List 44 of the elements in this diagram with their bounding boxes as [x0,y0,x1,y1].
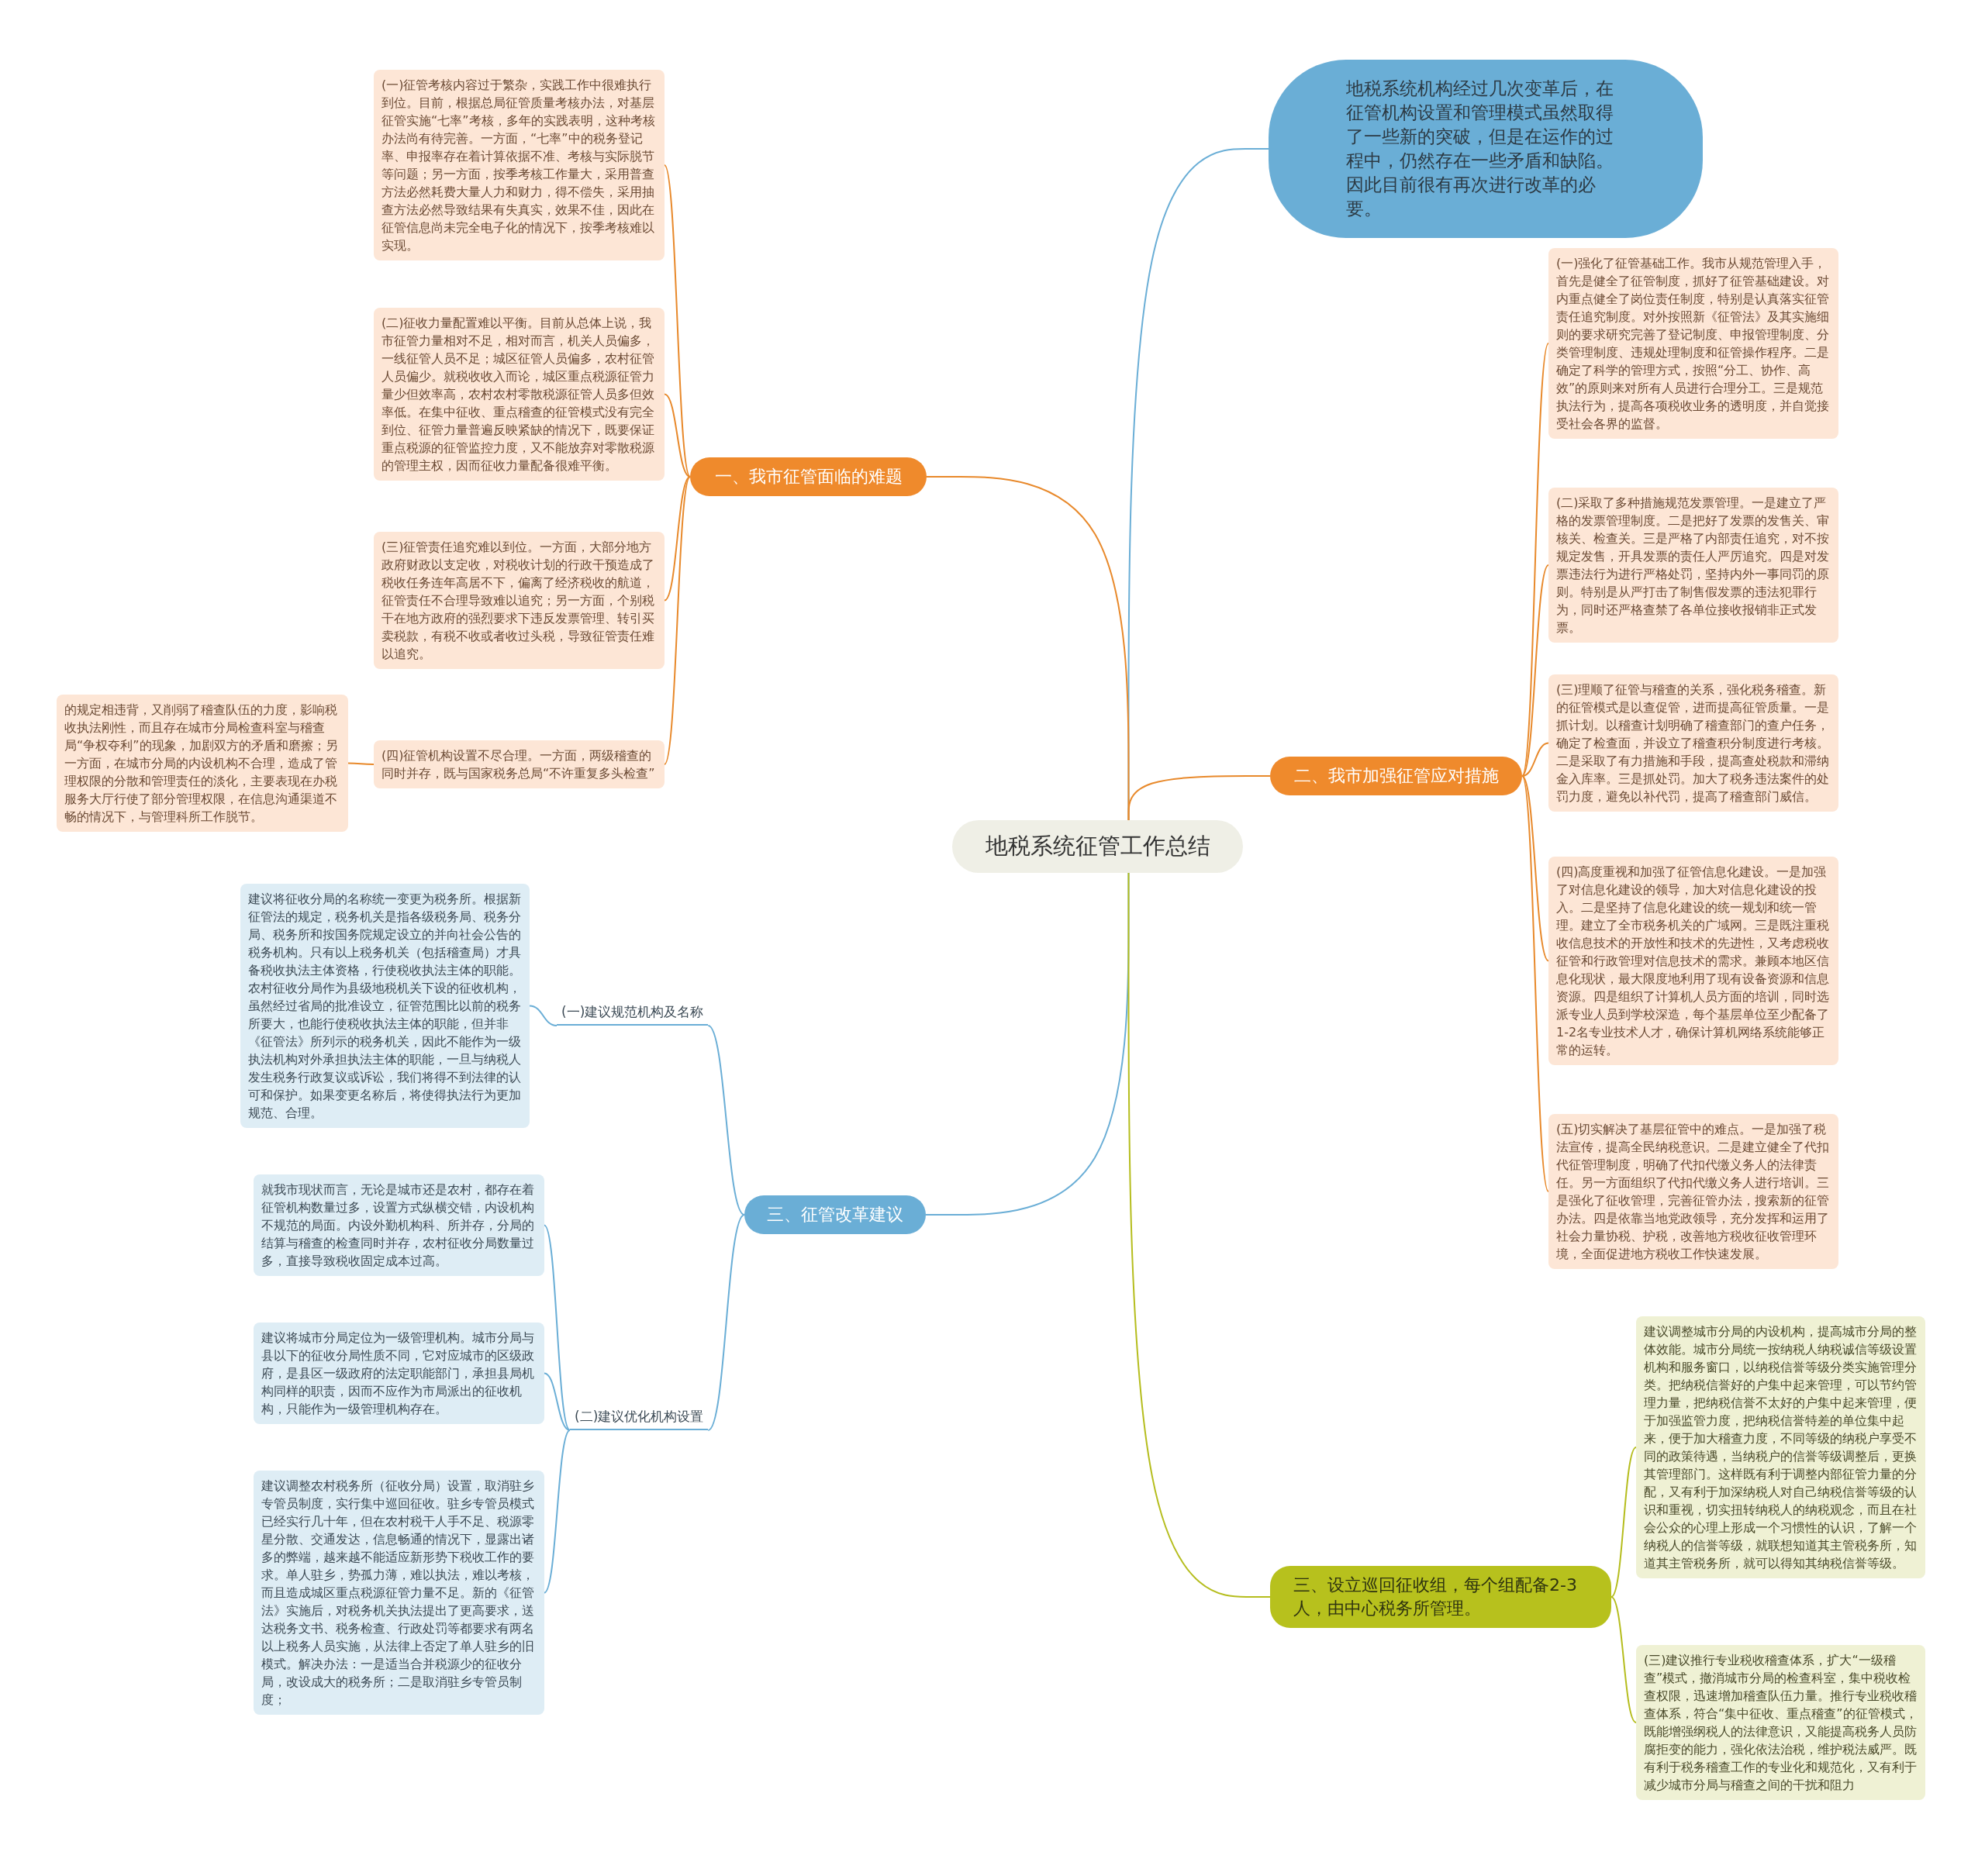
note-card: 的规定相违背，又削弱了稽查队伍的力度，影响税收执法刚性，而且存在城市分局检查科室与稽查局“争权夺利”的现象，加剧双方的矛盾和磨擦；另一方面，在城市分局的内设机构不合理，造成了管理权限的分散和管理责任的淡化，主要表现在办税服务大厅行使了部分管理权限，在信息沟通渠道不畅的情况下，与管理科所工作脱节。 [57,695,348,832]
note-card: (三)建议推行专业税收稽查体系，扩大“一级稽查”模式，撤消城市分局的检查科室，集中税收检查权限，迅速增加稽查队伍力量。推行专业税收稽查体系，符合“集中征收、重点稽查”的征管模式，既能增强纲税人的法律意识，又能提高税务人员防腐拒变的能力，强化依法治税，维护税法威严。既有利于税务稽查工作的专业化和规范化，又有利于减少城市分局与稽查之间的干扰和阻力 [1636,1645,1925,1800]
note-card: (一)征管考核内容过于繁杂，实践工作中很难执行到位。目前，根据总局征管质量考核办法，对基层征管实施“七率”考核，多年的实践表明，这种考核办法尚有待完善。一方面，“七率”中的税务登记率、申报率存在着计算依据不准、考核与实际脱节等问题；另一方面，按季考核工作量大，采用普查方法必然耗费大量人力和财力，得不偿失，采用抽查方法必然导致结果有失真实，效果不佳，因此在征管信息尚未完全电子化的情况下，按季考核难以实现。 [374,70,665,260]
note-card: (四)征管机构设置不尽合理。一方面，两级稽查的同时并存，既与国家税务总局“不许重复多头检查” [374,740,665,788]
connector [1521,775,1549,1192]
note-card: (二)征收力量配置难以平衡。目前从总体上说，我市征管力量相对不足，相对而言，机关人员偏多，一线征管人员不足；城区征管人员偏多，农村征管人员偏少。就税收收入而论，城区重点税源征管力量少但效率高，农村农村零散税源征管人员多但效率低。在集中征收、重点稽查的征管模式没有完全到位、征管力量普遍反映紧缺的情况下，既要保证重点税源的征管监控力度，又不能放弃对零散税源的管理主权，因而征收力量配备很难平衡。 [374,308,665,481]
note-card: (三)理顺了征管与稽查的关系，强化税务稽查。新的征管模式是以查促管，进而提高征管质量。一是抓计划。以稽查计划明确了稽查部门的查户任务，确定了检查面，并设立了稽查积分制度进行考核。二是采取了有力措施和手段，提高查处税款和滞纳金入库率。三是抓处罚。加大了税务违法案件的处罚力度，避免以补代罚，提高了稽查部门威信。 [1548,674,1838,812]
summary-bubble: 地税系统机构经过几次变革后，在征管机构设置和管理模式虽然取得了一些新的突破，但是在运作的过程中，仍然存在一些矛盾和缺陷。因此目前很有再次进行改革的必要。 [1269,60,1703,238]
branch-topic: 三、征管改革建议 [744,1195,926,1234]
connector [1521,564,1549,777]
connector [664,476,691,765]
note-card: 建议调整城市分局的内设机构，提高城市分局的整体效能。城市分局统一按纳税人纳税诚信等级设置机构和服务窗口，以纳税信誉等级分类实施管理分类。把纳税信誉好的户集中起来管理，可以节约管理力量，把纳税信誉不太好的户集中起来管理，便于加强监管力度，把纳税信誉特差的单位集中起来，便于加大稽查力度，不同等级的纳税户享受不同的政策待遇，当纳税户的信誉等级调整后，更换其管理部门。这样既有利于调整内部征管力量的分配，又有利于加深纳税人对自己纳税信誉等级的认识和重视，切实扭转纳税人的纳税观念，而且在社会公众的心理上形成一个习惯性的认识，了解一个纳税人的信誉等级，就联想知道其主管税务所，知道其主管税务所，就可以得知其纳税信誉等级。 [1636,1316,1925,1578]
note-card: (一)强化了征管基础工作。我市从规范管理入手，首先是健全了征管制度，抓好了征管基础建设。对内重点健全了岗位责任制度，特别是认真落实征管责任追究制度。对外按照新《征管法》及其实施细则的要求研究完善了登记制度、申报管理制度、分类管理制度、违规处理制度和征管操作程序。二是确定了科学的管理方式，按照“分工、协作、高效”的原则来对所有人员进行合理分工。三是规范执法行为，提高各项税收业务的透明度，并自觉接受社会各界的监督。 [1548,248,1838,439]
subtopic-label: (二)建议优化机构设置 [570,1406,709,1430]
connector [707,1025,745,1216]
connector [544,1224,571,1431]
connector [1127,872,1271,1598]
note-card: (五)切实解决了基层征管中的难点。一是加强了税法宣传，提高全民纳税意识。二是建立健全了代扣代征管理制度，明确了代扣代缴义务人的法律责任。另一方面组织了代扣代缴义务人进行培训。三是强化了征收管理，完善征管办法，搜索新的征管办法。四是依靠当地党政领导，充分发挥和运用了社会力量协税、护税，改善地方税收征收管理环境，全面促进地方税收工作快速发展。 [1548,1114,1838,1269]
connector [1521,343,1549,777]
subtopic-label: (一)建议规范机构及名称 [557,1002,709,1026]
connector [664,164,691,478]
note-card: (三)征管责任追究难以到位。一方面，大部分地方政府财政以支定收，对税收计划的行政干预造成了税收任务连年高居不下，偏离了经济税收的航道，征管责任不合理导致难以追究；另一方面，个别税干在地方政府的强烈要求下违反发票管理、转引买卖税款，有税不收或者收过头税，导致征管责任难以追究。 [374,532,665,669]
branch-topic: 一、我市征管面临的难题 [690,457,927,496]
branch-topic: 二、我市加强征管应对措施 [1270,757,1522,795]
note-card: 建议将征收分局的名称统一变更为税务所。根据新征管法的规定，税务机关是指各级税务局、税务分局、税务所和按国务院规定设立的并向社会公告的税务机构。只有以上税务机关（包括稽查局）才具备税收执法主体资格，行使税收执法主体的职能。农村征收分局作为县级地税机关下设的征收机构，虽然经过省局的批准设立，征管范围比以前的税务所要大，也能行使税收执法主体的职能，但并非《征管法》所列示的税务机关，因此不能作为一级执法机构对外承担执法主体的职能，一旦与纳税人发生税务行政复议或诉讼，我们将得不到法律的认可和保护。如果变更名称后，将使得执法行为更加规范、合理。 [240,884,530,1128]
connector [1127,775,1271,821]
connector [1521,742,1549,777]
connector [1610,1447,1637,1598]
connector [664,393,691,478]
branch-topic: 三、设立巡回征收组，每个组配备2-3人，由中心税务所管理。 [1270,1566,1611,1628]
connector [707,1214,745,1431]
connector [664,476,691,602]
connector [1521,775,1549,962]
note-card: (四)高度重视和加强了征管信息化建设。一是加强了对信息化建设的领导，加大对信息化建设的投入。二是坚持了信息化建设的统一规划和统一管理。建立了全市税务机关的广域网。三是既注重税收信息技术的开放性和技术的先进性，又考虑税收征管和行政管理对信息技术的需求。兼顾本地区信息化现状，最大限度地利用了现有设备资源和信息资源。四是组织了计算机人员方面的培训，同时选派专业人员到学校深造，每个基层单位至少配备了1-2名专业技术人才，确保计算机网络系统能够正常的运转。 [1548,857,1838,1065]
note-card: 就我市现状而言，无论是城市还是农村，都存在着征管机构数量过多，设置方式纵横交错，内设机构不规范的局面。内设外勤机构科、所并存，分局的结算与稽查的检查同时并存，农村征收分局数量过多，直接导致税收固定成本过高。 [254,1174,544,1276]
note-card: 建议将城市分局定位为一级管理机构。城市分局与县以下的征收分局性质不同，它对应城市的区级政府，是县区一级政府的法定职能部门，承担县局机构同样的职责，因而不应作为市局派出的征收机构，只能作为一级管理机构存在。 [254,1323,544,1424]
connector [347,762,375,765]
note-card: 建议调整农村税务所（征收分局）设置，取消驻乡专管员制度，实行集中巡回征收。驻乡专管员模式已经实行几十年，但在农村税干人手不足、税源零星分散、交通发达，信息畅通的情况下，显露出诸多的弊端，越来越不能适应新形势下税收工作的要求。单人驻乡，势孤力薄，难以执法，难以考核，而且造成城区重点税源征管力量不足。新的《征管法》实施后，对税务机关执法提出了更高要求，送达税务文书、税务检查、行政处罚等都要求有两名以上税务人员实施，从法律上否定了单人驻乡的旧模式。解决办法：一是适当合并税源少的征收分局，改设成大的税务所；二是取消驻乡专管员制度； [254,1471,544,1715]
connector [529,1005,558,1026]
note-card: (二)采取了多种措施规范发票管理。一是建立了严格的发票管理制度。二是把好了发票的发售关、审核关、检查关。三是严格了内部责任追究，对不按规定发售，开具发票的责任人严厉追究。四是对发票违法行为进行严格处罚，坚持内外一事同罚的原则。特别是从严打击了制售假发票的违法犯罪行为，同时还严格查禁了各单位接收报销非正式发票。 [1548,488,1838,643]
connector [544,1372,571,1431]
connector [1610,1596,1637,1723]
connector [544,1429,571,1594]
central-topic: 地税系统征管工作总结 [952,820,1243,873]
